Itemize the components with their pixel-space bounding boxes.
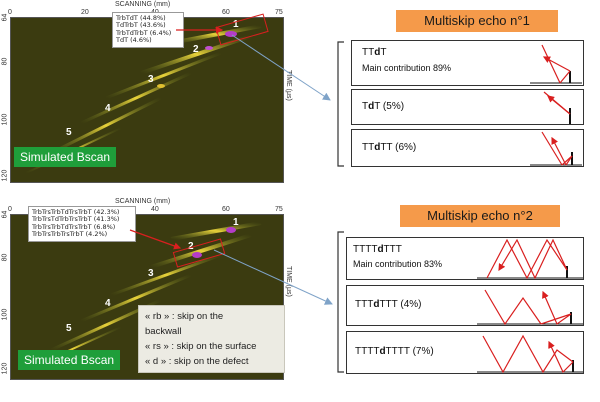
top-echo-number-5: 5 (66, 127, 72, 138)
top-echo-number-1: 1 (233, 19, 239, 30)
top-bscan-echoes (25, 24, 262, 174)
top-x-tick-1: 20 (81, 9, 89, 16)
echo1-path-panel-1: TTdT Main contribution 89% (351, 40, 584, 86)
echo2-path-panel-1: TTTTdTTT Main contribution 83% (346, 237, 584, 280)
echo2-path3-label: TTTTdTTTT (7%) (355, 346, 434, 357)
top-echo-number-2: 2 (193, 44, 199, 55)
echo2-path3-diagram (477, 334, 583, 373)
legend-line-4: « d » : skip on the defect (145, 356, 249, 367)
bottom-contribution-1: TrbTrsTrbTdTrsTrbT (42.3%) (32, 208, 120, 216)
echo1-bracket (337, 41, 344, 167)
bottom-y-axis-label: TIME (μs) (285, 266, 292, 297)
bottom-red-arrow (129, 229, 182, 250)
echo1-path3-diagram (530, 131, 582, 166)
connector-echo2 (213, 249, 333, 305)
echo1-path-panel-3: TTdTT (6%) (351, 129, 584, 167)
top-contribution-3: TrbTdTrbT (6.4%) (116, 28, 172, 37)
bottom-x-tick-2: 40 (151, 206, 159, 213)
legend-line-2: backwall (145, 326, 182, 337)
skip-legend-box: « rb » : skip on the backwall « rs » : s… (138, 305, 285, 373)
bottom-echo-number-2: 2 (188, 241, 194, 252)
echo1-path1-label: TTdT (362, 47, 387, 58)
bottom-contribution-4: TrbTrsTrbTrsTrbT (4.2%) (32, 230, 108, 239)
echo2-path1-diagram (477, 238, 583, 279)
top-x-tick-3: 60 (222, 9, 230, 16)
echo1-path1-diagram (530, 44, 582, 84)
bottom-simulated-bscan-label: Simulated Bscan (18, 350, 121, 370)
bottom-x-tick-3: 60 (222, 206, 230, 213)
echo2-path2-label: TTTdTTT (4%) (355, 299, 422, 310)
bottom-contribution-2: TrbTrsTdTrbTrsTrbT (41.3%) (32, 215, 120, 224)
echo2-title: Multiskip echo n°2 (400, 205, 560, 227)
top-x-tick-4: 75 (275, 9, 283, 16)
echo2-path2-diagram (477, 289, 583, 325)
top-contribution-2: TdTrbT (43.6%) (116, 21, 166, 30)
legend-line-3: « rs » : skip on the surface (145, 341, 257, 352)
bottom-echo-number-5: 5 (66, 323, 72, 334)
echo1-path2-label: TdT (5%) (362, 101, 405, 112)
bottom-contribution-box: TrbTrsTrbTdTrsTrbT (42.3%) TrbTrsTdTrbTr… (28, 206, 136, 242)
top-echo-number-3: 3 (148, 74, 154, 85)
echo2-path-panel-2: TTTdTTT (4%) (346, 285, 584, 326)
bottom-echo-number-1: 1 (233, 217, 239, 228)
echo2-path1-sub: Main contribution 83% (353, 259, 443, 269)
echo2-path1-label: TTTTdTTT (353, 244, 402, 255)
bottom-x-tick-0: 0 (8, 206, 12, 213)
bottom-contribution-3: TrbTrsTrbTdTrsTrbT (6.8%) (32, 222, 116, 231)
bottom-x-tick-4: 75 (275, 206, 283, 213)
echo1-path1-sub: Main contribution 89% (362, 63, 452, 73)
bottom-bscan-echoes (25, 221, 262, 371)
connector-echo1 (231, 34, 331, 101)
bottom-scan-axis-title: SCANNING (mm) (115, 198, 171, 205)
echo2-bracket (337, 231, 344, 373)
top-y-axis-label: TIME (μs) (285, 70, 292, 101)
top-contribution-1: TrbTdT (44.8%) (116, 14, 166, 22)
echo1-path3-label: TTdTT (6%) (362, 142, 417, 153)
bottom-echo-number-4: 4 (105, 298, 111, 309)
top-scan-axis-title: SCANNING (mm) (115, 1, 171, 8)
top-contribution-4: TdT (4.6%) (116, 36, 152, 45)
echo1-path2-diagram (543, 91, 571, 124)
echo1-title: Multiskip echo n°1 (396, 10, 558, 32)
top-echo-number-4: 4 (105, 103, 111, 114)
legend-line-1: « rb » : skip on the (145, 311, 224, 322)
echo2-path-panel-3: TTTTdTTTT (7%) (346, 331, 584, 374)
echo1-path-panel-2: TdT (5%) (351, 89, 584, 125)
top-simulated-bscan-label: Simulated Bscan (14, 147, 117, 167)
top-x-tick-0: 0 (8, 9, 12, 16)
bottom-echo-number-3: 3 (148, 268, 154, 279)
